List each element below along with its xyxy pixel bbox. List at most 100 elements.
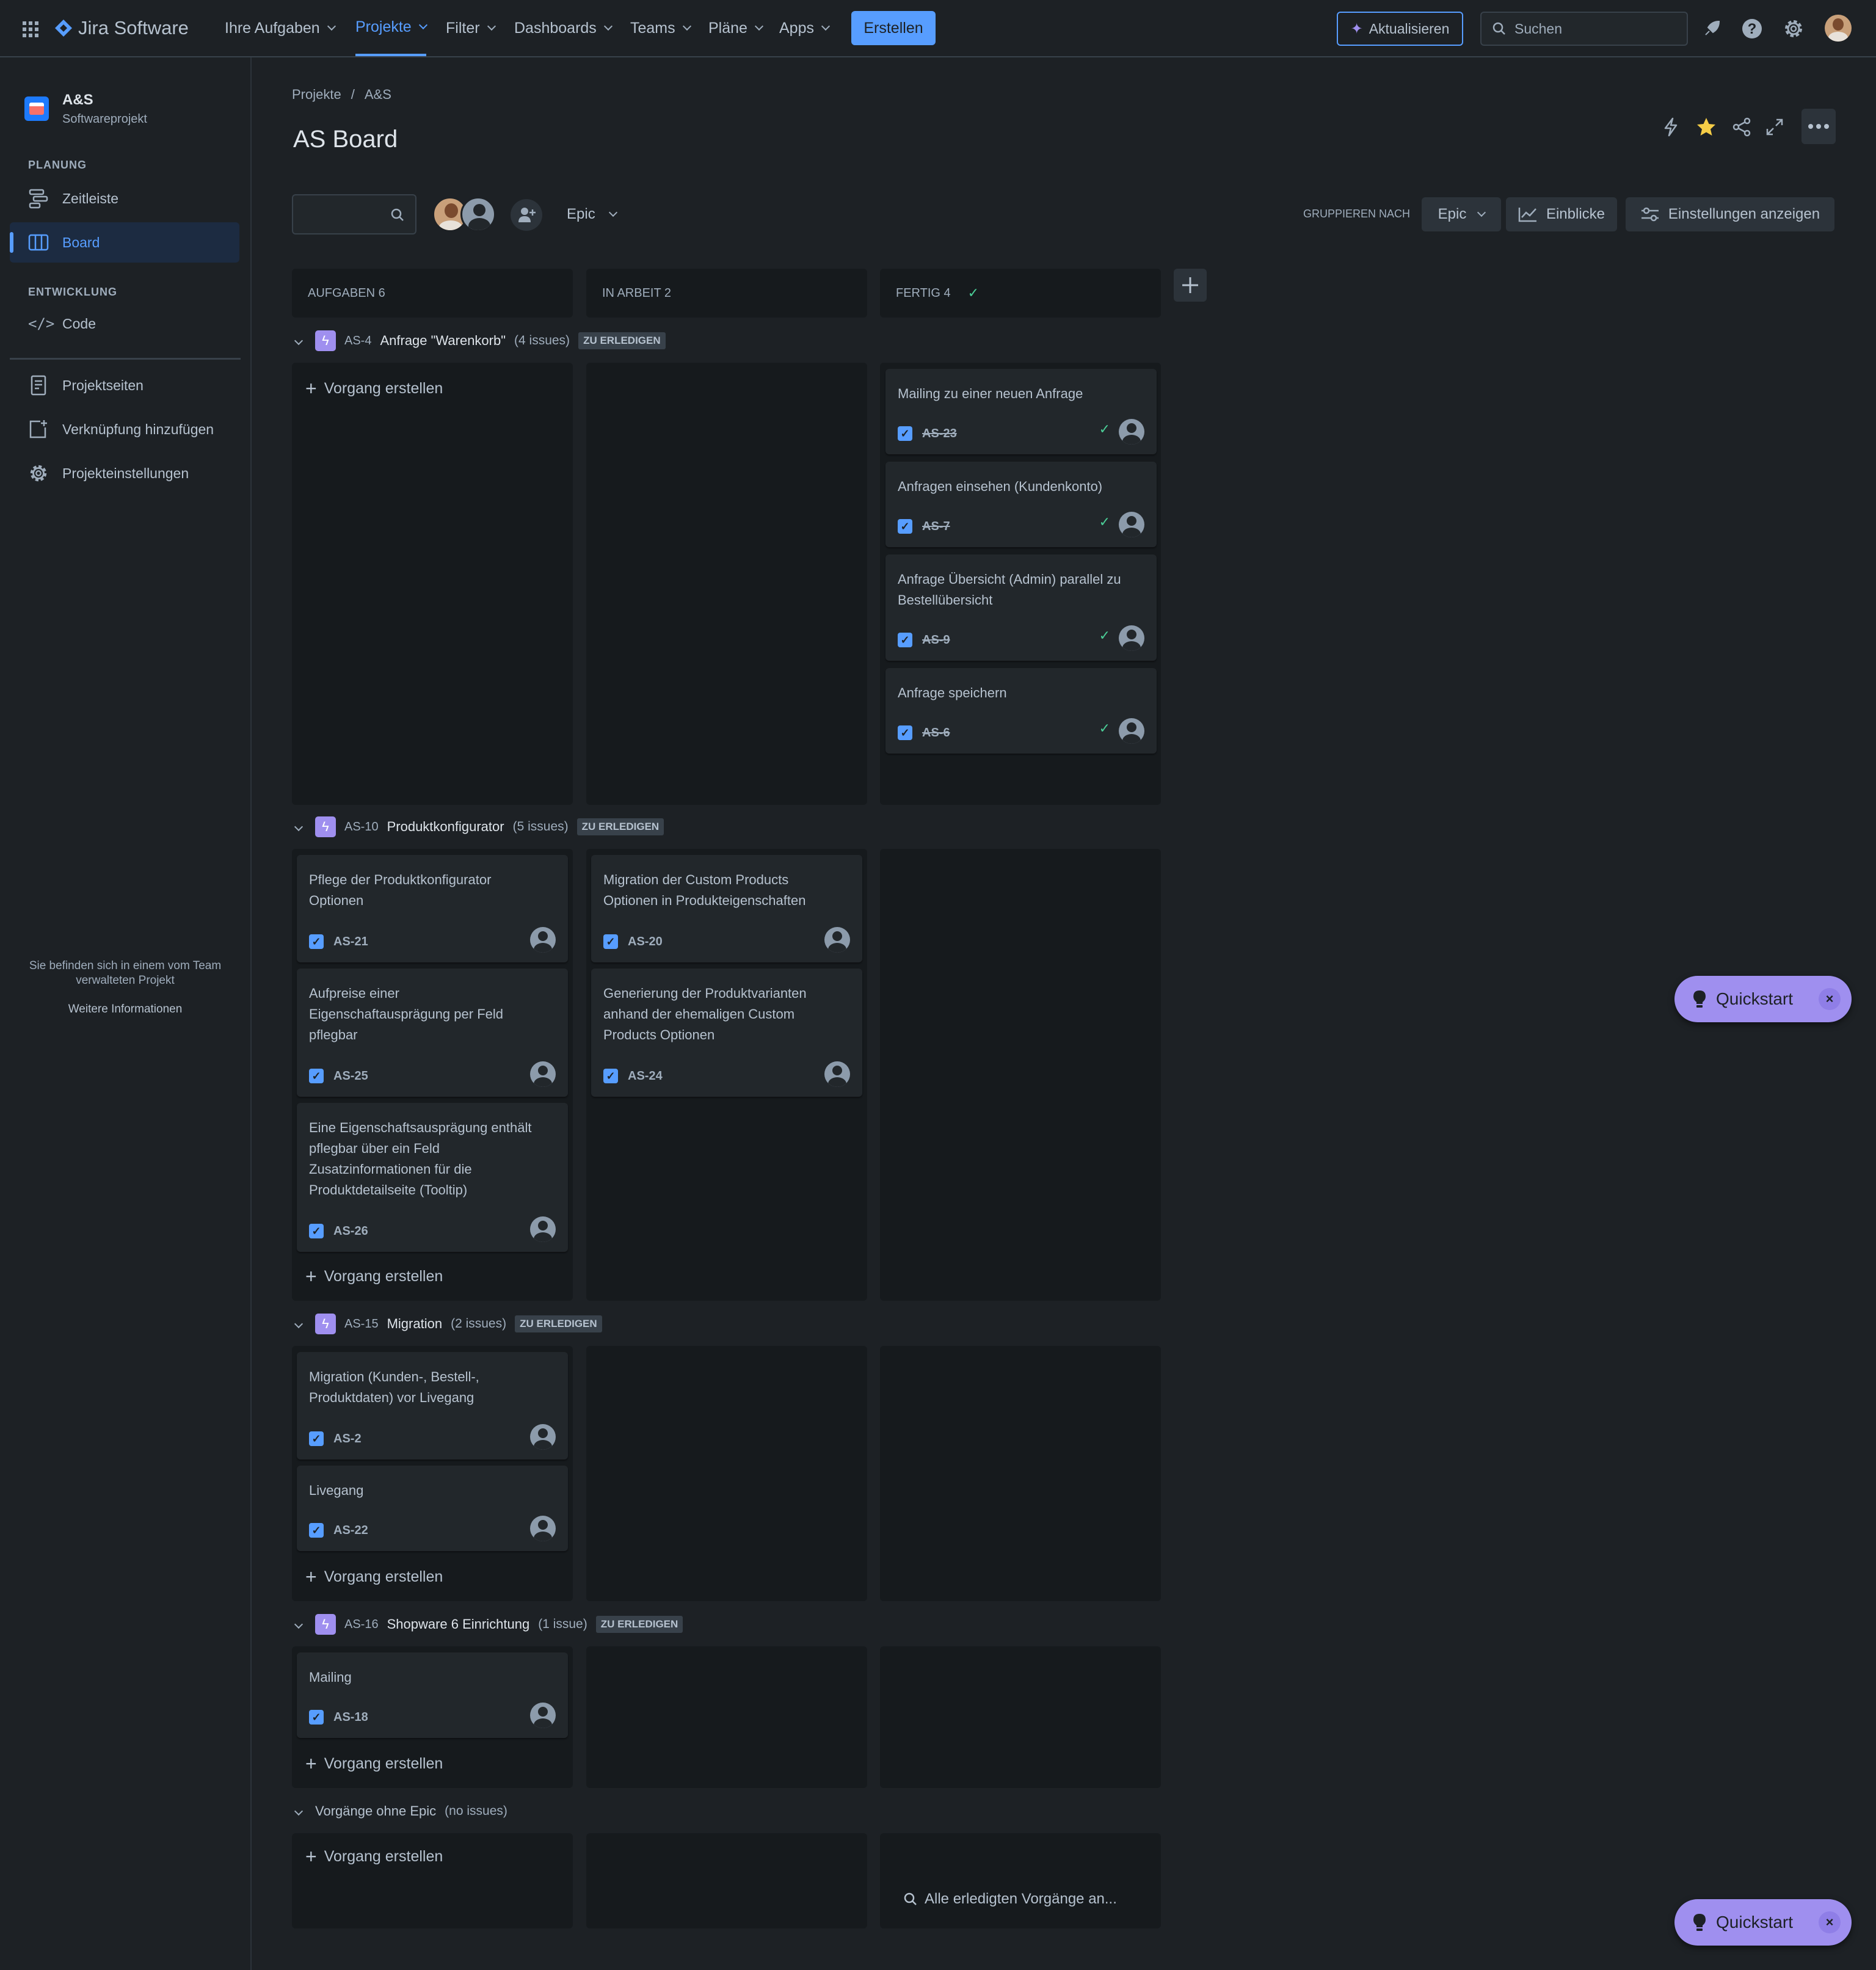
board-search-input[interactable]: [292, 194, 416, 234]
insights-button[interactable]: Einblicke: [1506, 197, 1617, 231]
issue-card[interactable]: Migration der Custom Products Optionen i…: [591, 855, 862, 962]
column-header-in-progress[interactable]: IN ARBEIT 2: [586, 269, 867, 318]
issue-card[interactable]: Mailing ✓AS-18: [297, 1652, 568, 1738]
issue-card[interactable]: Mailing zu einer neuen Anfrage ✓AS-23 ✓: [885, 369, 1157, 454]
column-header-todo[interactable]: AUFGABEN 6: [292, 269, 573, 318]
assignee-avatar[interactable]: [824, 1061, 850, 1087]
nav-projekte[interactable]: Projekte: [355, 0, 427, 56]
issue-key[interactable]: AS-18: [333, 1710, 368, 1724]
epic-swimlane-header[interactable]: ϟ AS-10 Produktkonfigurator (5 issues) Z…: [293, 815, 664, 839]
settings-gear-icon[interactable]: [1781, 16, 1806, 42]
issue-key[interactable]: AS-20: [628, 934, 663, 948]
plus-icon: +: [305, 1566, 317, 1588]
help-icon[interactable]: ?: [1739, 16, 1765, 42]
close-icon[interactable]: ×: [1819, 988, 1841, 1010]
issue-key[interactable]: AS-9: [922, 633, 950, 647]
nav-teams[interactable]: Teams: [630, 0, 691, 56]
issue-key[interactable]: AS-24: [628, 1069, 663, 1083]
issue-key[interactable]: AS-22: [333, 1523, 368, 1537]
sidebar-item-code[interactable]: </> Code: [28, 315, 96, 332]
create-issue-button[interactable]: +Vorgang erstellen: [305, 1845, 443, 1868]
assignee-avatar[interactable]: [530, 1061, 556, 1087]
notifications-icon[interactable]: [1699, 16, 1725, 42]
user-avatar[interactable]: [1825, 15, 1852, 42]
epic-filter-dropdown[interactable]: Epic: [557, 194, 630, 234]
add-column-icon[interactable]: [1174, 269, 1207, 302]
issue-key[interactable]: AS-23: [922, 426, 957, 440]
sidebar-item-project-pages[interactable]: Projektseiten: [28, 375, 144, 396]
issue-card[interactable]: Livegang ✓AS-22: [297, 1466, 568, 1551]
breadcrumb-projects[interactable]: Projekte: [292, 87, 341, 102]
issue-card[interactable]: Eine Eigenschaftsausprägung enthält pfle…: [297, 1103, 568, 1252]
app-switcher-icon[interactable]: [18, 17, 43, 42]
chevron-down-icon: [294, 1319, 304, 1329]
assignee-avatar[interactable]: [530, 927, 556, 953]
quickstart-button[interactable]: Quickstart ×: [1674, 1899, 1852, 1946]
issue-card[interactable]: Anfragen einsehen (Kundenkonto) ✓AS-7 ✓: [885, 462, 1157, 547]
avatar-filter[interactable]: [431, 194, 497, 234]
more-actions-icon[interactable]: [1801, 109, 1836, 144]
epic-key: AS-10: [344, 820, 379, 834]
sidebar-item-timeline[interactable]: Zeitleiste: [28, 188, 118, 209]
project-name[interactable]: A&S: [62, 92, 93, 108]
assignee-avatar[interactable]: [530, 1216, 556, 1242]
assignee-avatar[interactable]: [1119, 718, 1144, 744]
assignee-avatar[interactable]: [530, 1516, 556, 1541]
expand-icon[interactable]: [1762, 115, 1787, 139]
epic-swimlane-header[interactable]: ϟ AS-16 Shopware 6 Einrichtung (1 issue)…: [293, 1612, 683, 1637]
column-header-done[interactable]: FERTIG 4✓: [880, 269, 1161, 318]
nav-plaene[interactable]: Pläne: [708, 0, 764, 56]
create-issue-button[interactable]: +Vorgang erstellen: [305, 1566, 443, 1588]
user-avatar[interactable]: [460, 197, 496, 232]
assignee-avatar[interactable]: [530, 1703, 556, 1728]
jira-logo[interactable]: Jira Software: [54, 0, 189, 56]
done-check-icon: ✓: [1099, 721, 1110, 736]
nav-dashboards[interactable]: Dashboards: [514, 0, 613, 56]
view-all-done-issues-link[interactable]: Alle erledigten Vorgänge an...: [904, 1891, 1117, 1908]
sidebar-item-project-settings[interactable]: Projekteinstellungen: [28, 463, 189, 484]
close-icon[interactable]: ×: [1819, 1911, 1841, 1933]
automation-lightning-icon[interactable]: [1659, 115, 1683, 139]
issue-card[interactable]: Anfrage speichern ✓AS-6 ✓: [885, 668, 1157, 754]
view-settings-button[interactable]: Einstellungen anzeigen: [1626, 197, 1834, 231]
star-icon[interactable]: [1694, 115, 1718, 139]
assignee-avatar[interactable]: [530, 1424, 556, 1450]
issue-card[interactable]: Anfrage Übersicht (Admin) parallel zu Be…: [885, 554, 1157, 661]
epic-swimlane-header[interactable]: ϟ AS-4 Anfrage "Warenkorb" (4 issues) ZU…: [293, 329, 666, 353]
assignee-avatar[interactable]: [1119, 625, 1144, 651]
sidebar-item-add-link[interactable]: Verknüpfung hinzufügen: [28, 419, 214, 440]
breadcrumb-project[interactable]: A&S: [364, 87, 391, 102]
assignee-avatar[interactable]: [824, 927, 850, 953]
issue-key[interactable]: AS-7: [922, 519, 950, 533]
epic-lightning-icon: ϟ: [315, 330, 336, 351]
issue-card[interactable]: Aufpreise einer Eigenschaftausprägung pe…: [297, 969, 568, 1097]
issue-key[interactable]: AS-2: [333, 1431, 362, 1445]
nav-apps[interactable]: Apps: [779, 0, 831, 56]
task-checkbox-icon: ✓: [309, 1431, 324, 1446]
sidebar-item-board[interactable]: Board: [10, 222, 239, 263]
create-issue-button[interactable]: +Vorgang erstellen: [305, 1265, 443, 1288]
issue-key[interactable]: AS-25: [333, 1069, 368, 1083]
more-info-link[interactable]: Weitere Informationen: [68, 1003, 183, 1016]
issue-card[interactable]: Generierung der Produktvarianten anhand …: [591, 969, 862, 1097]
assignee-avatar[interactable]: [1119, 419, 1144, 445]
issue-key[interactable]: AS-21: [333, 934, 368, 948]
create-button[interactable]: Erstellen: [851, 11, 936, 45]
assignee-avatar[interactable]: [1119, 512, 1144, 537]
share-icon[interactable]: [1729, 115, 1754, 139]
issue-card[interactable]: Pflege der Produktkonfigurator Optionen …: [297, 855, 568, 962]
create-issue-button[interactable]: +Vorgang erstellen: [305, 377, 443, 400]
search-input[interactable]: Suchen: [1480, 12, 1688, 46]
issue-key[interactable]: AS-26: [333, 1224, 368, 1238]
issue-key[interactable]: AS-6: [922, 725, 950, 740]
issue-card[interactable]: Migration (Kunden-, Bestell-, Produktdat…: [297, 1352, 568, 1459]
epic-swimlane-header[interactable]: ϟ AS-15 Migration (2 issues) ZU ERLEDIGE…: [293, 1312, 602, 1336]
quickstart-button[interactable]: Quickstart ×: [1674, 976, 1852, 1022]
create-issue-button[interactable]: +Vorgang erstellen: [305, 1753, 443, 1775]
update-button[interactable]: ✦Aktualisieren: [1337, 12, 1463, 46]
add-people-icon[interactable]: [511, 199, 542, 231]
no-epic-swimlane-header[interactable]: Vorgänge ohne Epic (no issues): [293, 1799, 507, 1823]
group-by-dropdown[interactable]: Epic: [1422, 197, 1501, 231]
nav-filter[interactable]: Filter: [446, 0, 496, 56]
nav-ihre-aufgaben[interactable]: Ihre Aufgaben: [225, 0, 336, 56]
